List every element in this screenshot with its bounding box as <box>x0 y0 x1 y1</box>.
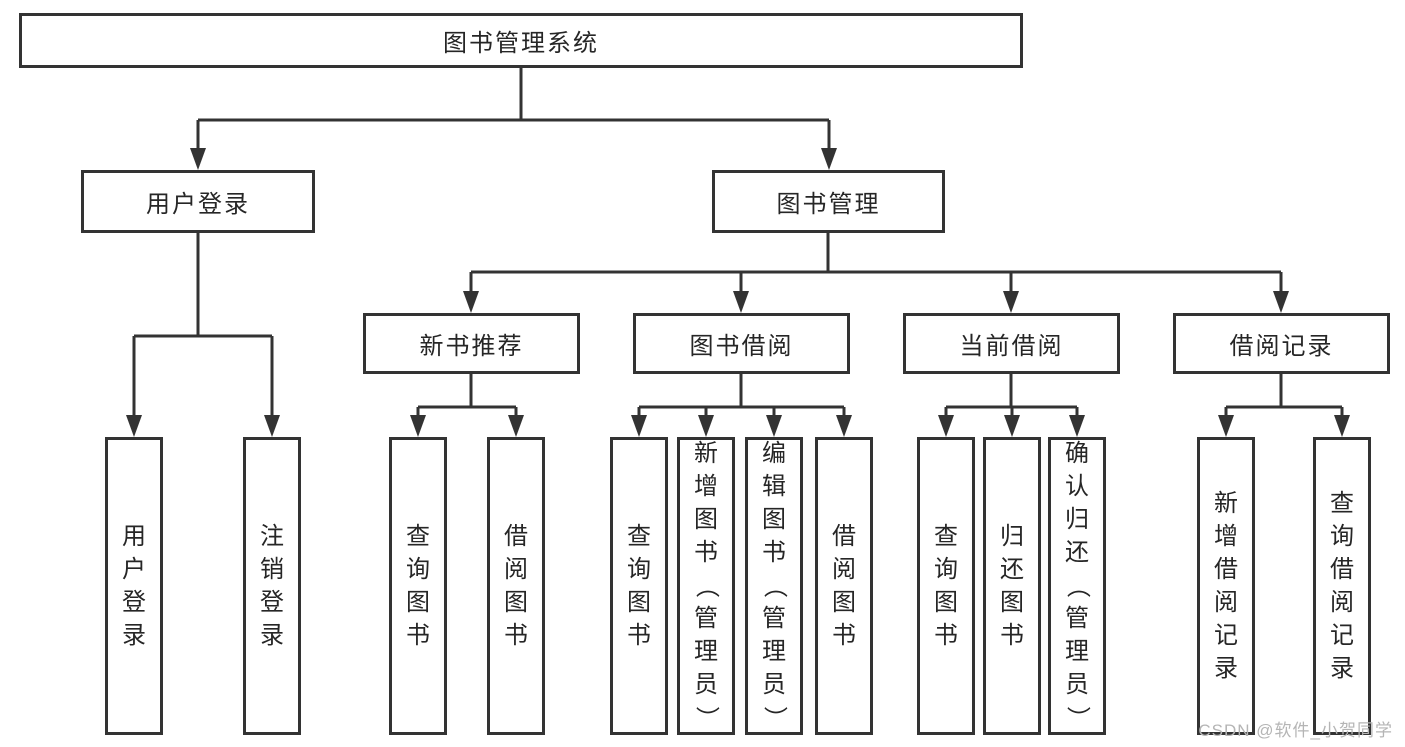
leaf-current-return-books: 归还图书 <box>983 437 1041 735</box>
leaf-borrowing-edit-books-admin: 编辑图书（管理员） <box>745 437 803 735</box>
leaf-borrowing-query-books: 查询图书 <box>610 437 668 735</box>
node-borrow-records: 借阅记录 <box>1173 313 1390 374</box>
node-user-login: 用户登录 <box>81 170 315 233</box>
leaf-recommend-query-books: 查询图书 <box>389 437 447 735</box>
leaf-logout: 注销登录 <box>243 437 301 735</box>
leaf-current-query-books: 查询图书 <box>917 437 975 735</box>
leaf-recommend-borrow-books: 借阅图书 <box>487 437 545 735</box>
watermark: CSDN @软件_小贺同学 <box>1198 721 1393 740</box>
leaf-borrowing-add-books-admin: 新增图书（管理员） <box>677 437 735 735</box>
leaf-current-confirm-return-admin: 确认归还（管理员） <box>1048 437 1106 735</box>
leaf-user-login: 用户登录 <box>105 437 163 735</box>
node-book-management: 图书管理 <box>712 170 945 233</box>
leaf-records-add-borrow-record: 新增借阅记录 <box>1197 437 1255 735</box>
node-book-borrowing: 图书借阅 <box>633 313 850 374</box>
leaf-records-query-borrow-record: 查询借阅记录 <box>1313 437 1371 735</box>
node-new-book-recommendation: 新书推荐 <box>363 313 580 374</box>
leaf-borrowing-borrow-books: 借阅图书 <box>815 437 873 735</box>
node-current-borrowing: 当前借阅 <box>903 313 1120 374</box>
node-root-system: 图书管理系统 <box>19 13 1023 68</box>
